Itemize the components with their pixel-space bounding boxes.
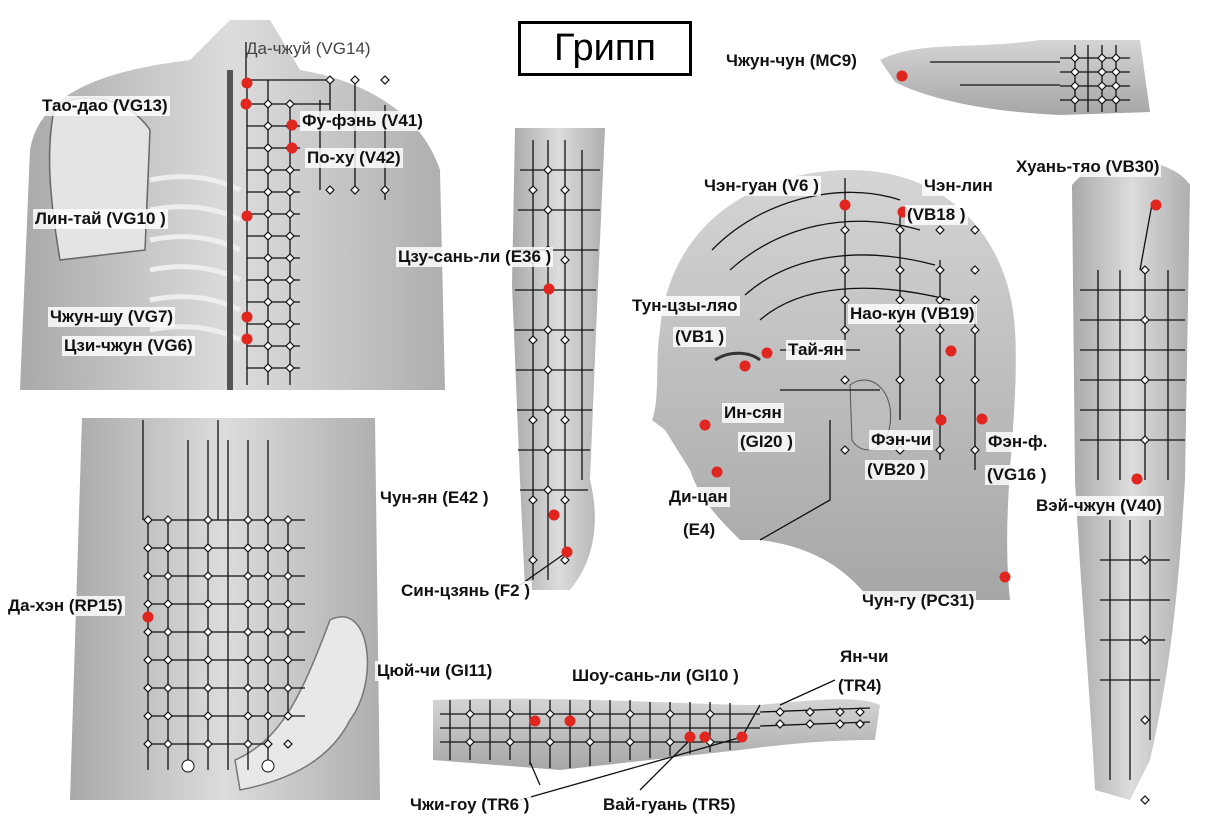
- meridian-node: [381, 76, 389, 84]
- acupoint-tr6: [685, 732, 696, 743]
- hand-figure: [880, 40, 1150, 115]
- point-label-pc31: Чун-гу (PC31): [860, 591, 976, 611]
- acupoint-vg6: [242, 334, 253, 345]
- acupoint-gi20: [700, 420, 711, 431]
- acupoint-vg10: [242, 211, 253, 222]
- point-label-rp15: Да-хэн (RP15): [6, 596, 125, 616]
- point-label-gi20-name: Ин-сян: [722, 403, 784, 423]
- point-label-mc9: Чжун-чун (MC9): [724, 51, 859, 71]
- page-title: Грипп: [518, 21, 692, 76]
- point-label-vb19: Нао-кун (VB19): [848, 304, 977, 324]
- point-label-e4-name: Ди-цан: [667, 487, 730, 507]
- acupoint-vb30: [1151, 200, 1162, 211]
- forearm-figure: [433, 699, 880, 770]
- point-label-e4-code: (E4): [681, 520, 717, 540]
- hand-body: [880, 40, 1150, 115]
- acupoint-tr5: [700, 732, 711, 743]
- point-label-e36: Цзу-сань-ли (E36 ): [396, 247, 553, 267]
- point-label-vb18-code: (VB18 ): [905, 205, 968, 225]
- acupoint-f2: [562, 547, 573, 558]
- point-label-vg13: Тао-дао (VG13): [40, 96, 170, 116]
- acupoint-gi11: [530, 716, 541, 727]
- navel-marker-left: [182, 760, 194, 772]
- point-label-vb1-code: (VB1 ): [673, 327, 726, 347]
- acupoint-tr4: [737, 732, 748, 743]
- point-label-vg6: Цзи-чжун (VG6): [62, 336, 195, 356]
- point-label-vg14: Да-чжуй (VG14): [244, 39, 373, 59]
- acupoint-mc9: [897, 71, 908, 82]
- acupoint-v41: [287, 120, 298, 131]
- acupoint-rp15: [143, 612, 154, 623]
- point-label-v6: Чэн-гуан (V6 ): [702, 176, 821, 196]
- acupoint-vb1: [740, 361, 751, 372]
- point-label-taiyang: Тай-ян: [786, 340, 846, 360]
- point-label-v42: По-ху (V42): [305, 148, 403, 168]
- point-label-vb20-code: (VB20 ): [865, 460, 928, 480]
- back-of-leg-body: [1072, 161, 1190, 800]
- point-label-e42: Чун-ян (E42 ): [378, 488, 491, 508]
- point-label-v41: Фу-фэнь (V41): [300, 111, 425, 131]
- acupoint-e42: [549, 510, 560, 521]
- meridian-node: [351, 76, 359, 84]
- upper-back-figure: [20, 20, 445, 390]
- lower-leg-figure: [512, 128, 605, 590]
- acupoint-vb20: [936, 415, 947, 426]
- point-label-vb1-name: Тун-цзы-ляо: [630, 296, 740, 316]
- point-label-vb18-name: Чэн-лин: [922, 176, 995, 196]
- point-label-gi11: Цюй-чи (GI11): [375, 661, 494, 681]
- lower-leg-body: [512, 128, 605, 590]
- acupoint-taiyang: [762, 348, 773, 359]
- point-label-tr4-name: Ян-чи: [838, 647, 890, 667]
- point-label-tr6: Чжи-гоу (TR6 ): [408, 795, 531, 815]
- acupoint-vb19: [946, 346, 957, 357]
- navel-marker-right: [262, 760, 274, 772]
- acupoint-e36: [544, 284, 555, 295]
- acupoint-vg16: [977, 414, 988, 425]
- point-label-tr4-code: (TR4): [836, 676, 883, 696]
- point-label-tr5: Вай-гуань (TR5): [601, 795, 738, 815]
- acupoint-gi10: [565, 716, 576, 727]
- point-label-vb20-name: Фэн-чи: [869, 430, 933, 450]
- back-of-leg-figure: [1072, 161, 1190, 800]
- meridian-node: [1141, 796, 1149, 804]
- acupoint-v6: [840, 200, 851, 211]
- point-label-vg16-name: Фэн-ф.: [986, 432, 1049, 452]
- point-label-vg10: Лин-тай (VG10 ): [33, 209, 168, 229]
- acupoint-v42: [287, 143, 298, 154]
- point-label-v40: Вэй-чжун (V40): [1034, 496, 1164, 516]
- acupoint-vg14: [242, 78, 253, 89]
- acupoint-e4: [712, 467, 723, 478]
- point-label-vg16-code: (VG16 ): [985, 465, 1049, 485]
- acupoint-vg13: [241, 99, 252, 110]
- point-label-gi20-code: (GI20 ): [738, 432, 795, 452]
- point-label-vb30: Хуань-тяо (VB30): [1014, 157, 1161, 177]
- acupoint-pc31: [1000, 572, 1011, 583]
- forearm-body: [433, 699, 880, 770]
- point-label-gi10: Шоу-сань-ли (GI10 ): [570, 666, 741, 686]
- acupoint-vg7: [242, 312, 253, 323]
- acupoint-v40: [1132, 474, 1143, 485]
- point-label-vg7: Чжун-шу (VG7): [48, 307, 175, 327]
- shoulder-blade: [50, 98, 150, 260]
- point-label-f2: Син-цзянь (F2 ): [399, 581, 532, 601]
